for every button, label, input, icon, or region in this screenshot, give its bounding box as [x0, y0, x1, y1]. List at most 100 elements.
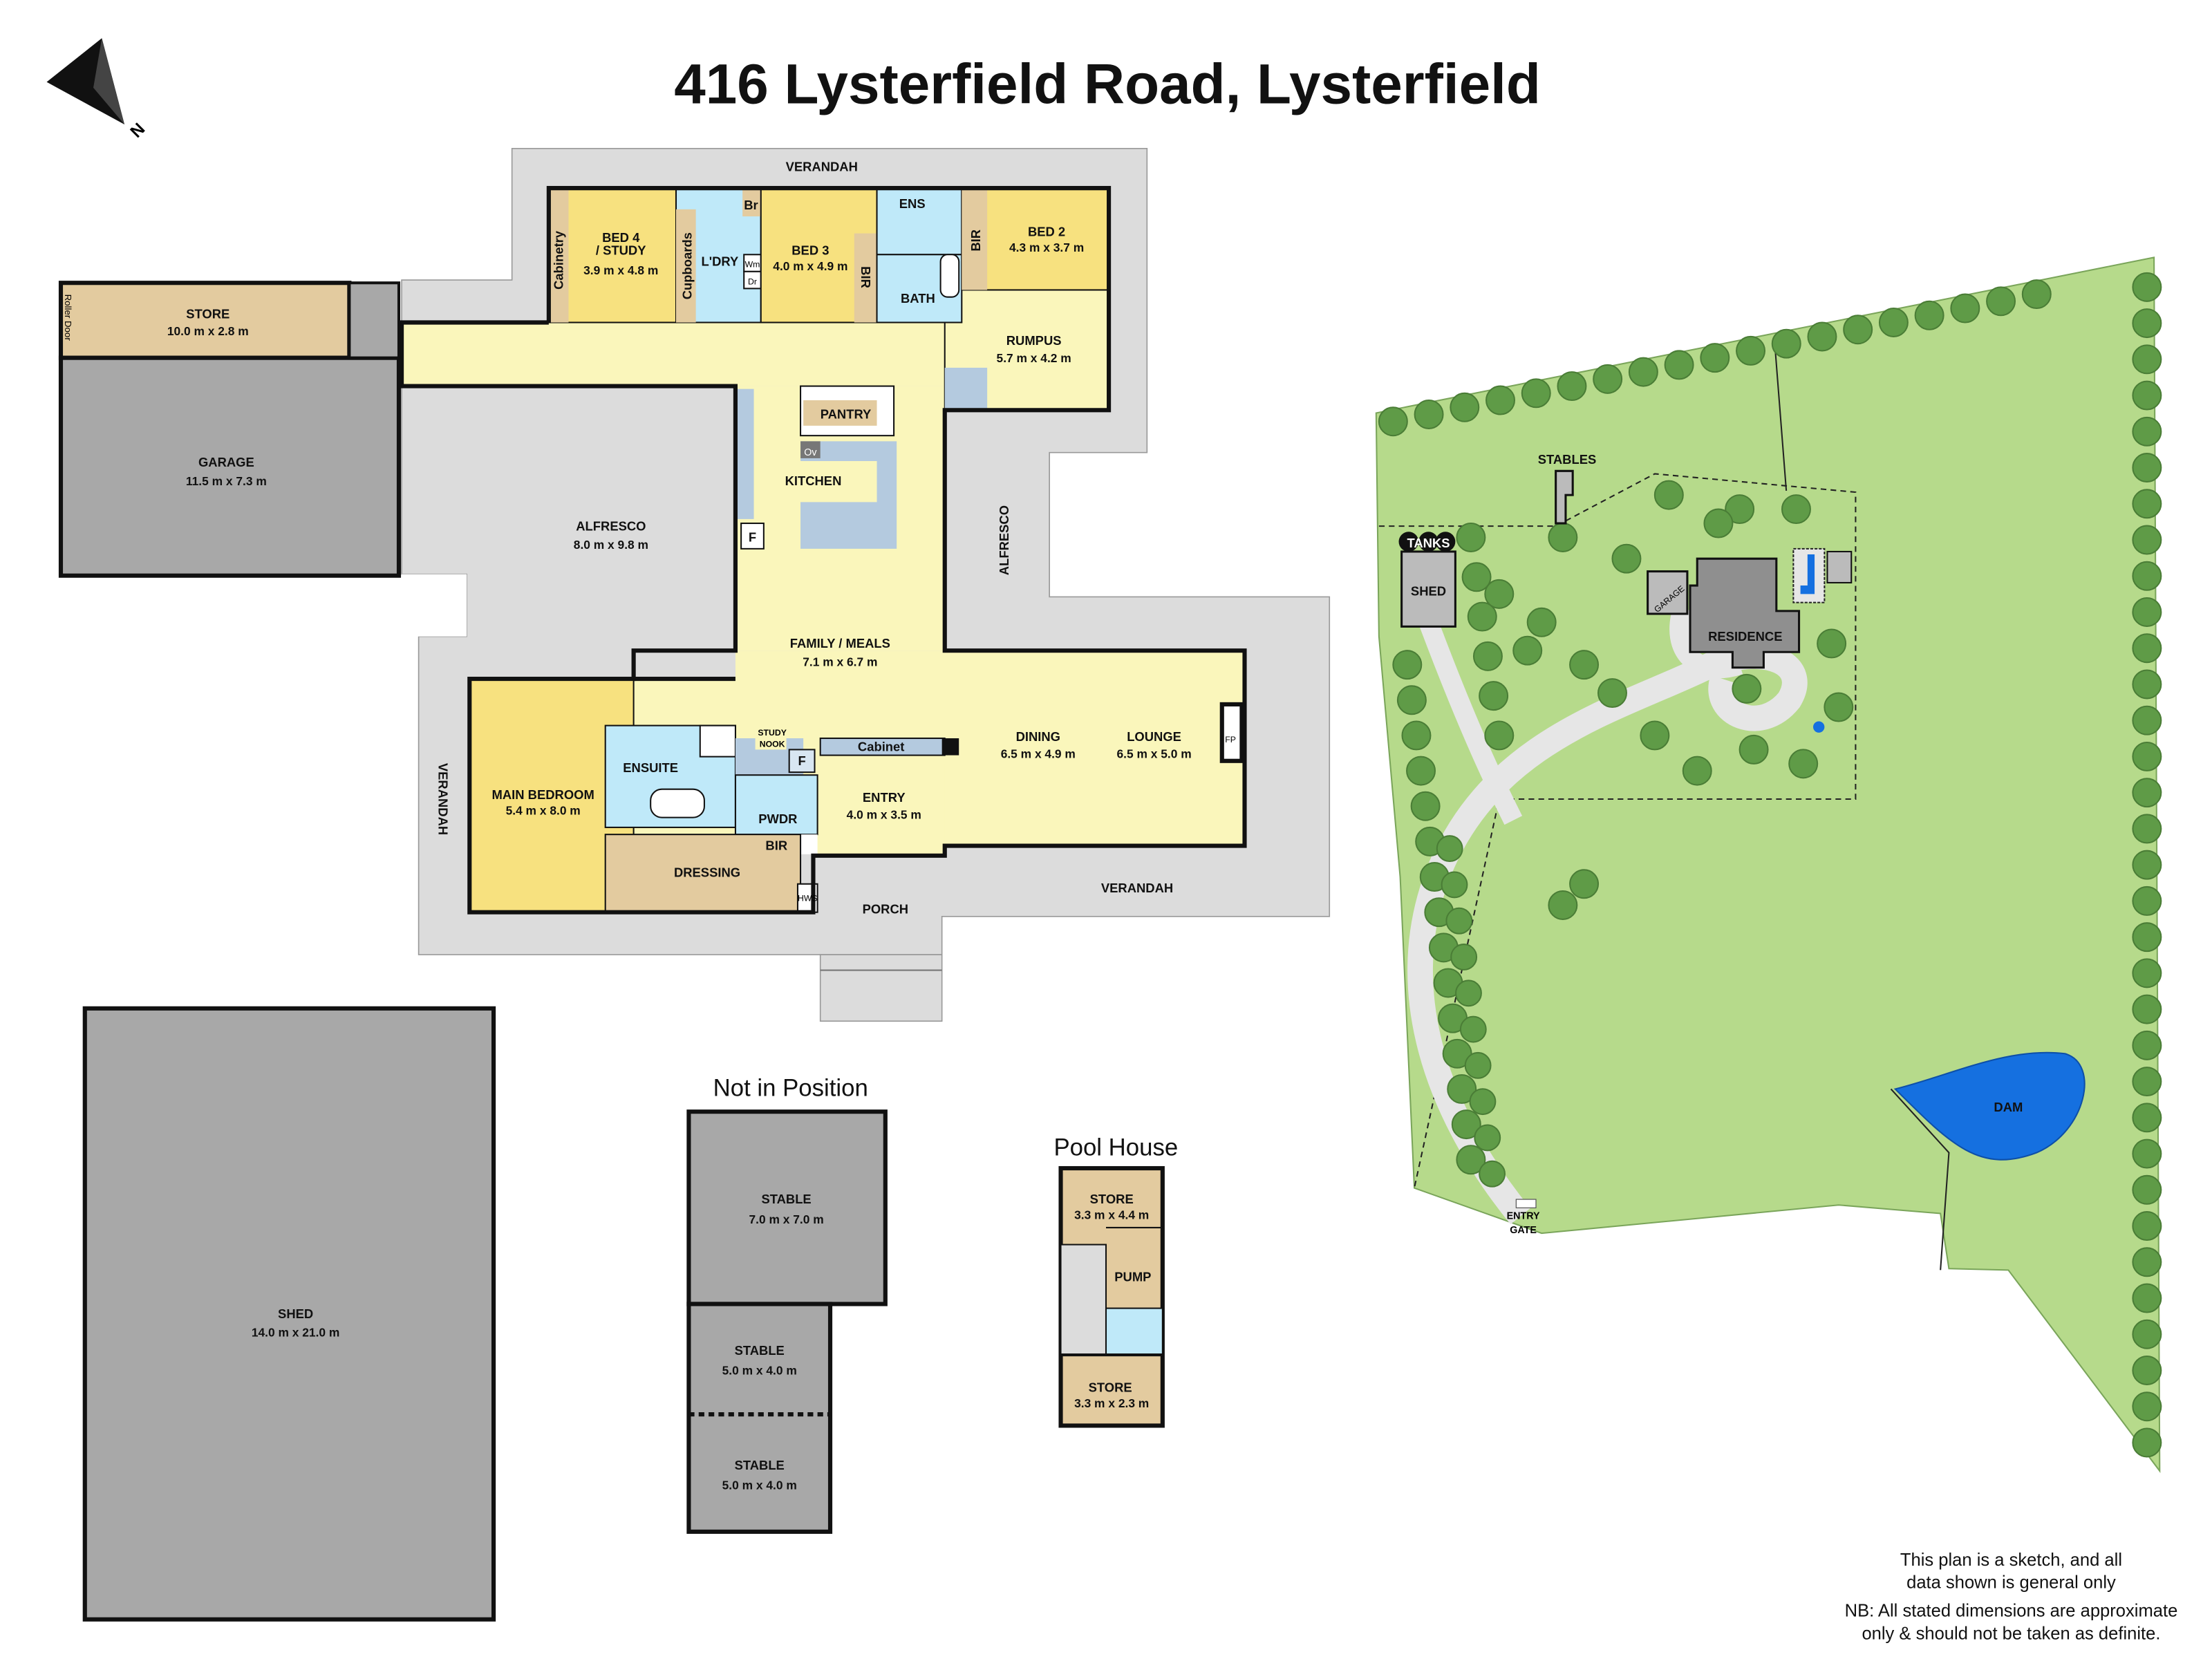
entry-gate-label-2: GATE — [1510, 1225, 1537, 1236]
tree-icon — [2132, 850, 2162, 880]
garage-dims: 11.5 m x 7.3 m — [186, 474, 267, 488]
tree-icon — [1557, 371, 1587, 402]
ens-label: ENS — [899, 196, 926, 211]
shed-driveway — [1419, 619, 1523, 825]
tree-icon — [2132, 416, 2162, 447]
powder-room — [734, 774, 818, 836]
hws-label: HWS — [798, 893, 818, 903]
tree-icon — [2132, 1391, 2162, 1422]
bed4-label: BED 4 — [602, 230, 640, 245]
tree-icon — [1441, 871, 1468, 899]
tree-icon — [1484, 579, 1515, 609]
rumpus-dims: 5.7 m x 4.2 m — [997, 351, 1071, 365]
pool-store-top-label: STORE — [1090, 1192, 1134, 1206]
bath-label: BATH — [901, 291, 935, 306]
tree-icon — [1450, 944, 1478, 971]
tree-icon — [1807, 321, 1837, 352]
tree-icon — [1569, 869, 1600, 899]
pool-house-bathroom — [1105, 1307, 1163, 1356]
oven — [800, 441, 821, 458]
porch-label: PORCH — [863, 902, 908, 917]
stable-1 — [686, 1109, 888, 1306]
tree-icon — [2132, 489, 2162, 519]
bed3-label: BED 3 — [791, 243, 829, 257]
tree-icon — [1593, 364, 1623, 394]
pointer-line — [1774, 346, 1788, 491]
tree-icon — [1771, 328, 1801, 359]
dining-dims: 6.5 m x 4.9 m — [1001, 747, 1076, 761]
tree-icon — [1512, 635, 1543, 666]
tree-icon — [1461, 562, 1492, 592]
verandah-top-label: VERANDAH — [786, 160, 858, 174]
alfresco-dims: 8.0 m x 9.8 m — [574, 538, 648, 552]
pantry-label: PANTRY — [821, 407, 872, 422]
dressing-label: DRESSING — [674, 865, 740, 880]
tree-icon — [1824, 692, 1854, 722]
rumpus-label: RUMPUS — [1006, 333, 1062, 348]
tree-icon — [1611, 543, 1642, 574]
note-line-2: data shown is general only — [1906, 1573, 2116, 1593]
tree-icon — [2132, 344, 2162, 375]
tree-icon — [1436, 835, 1463, 863]
shed-label: SHED — [278, 1306, 313, 1321]
tree-icon — [1682, 756, 1712, 786]
tree-icon — [1843, 315, 1873, 345]
water-feature — [1813, 721, 1825, 733]
tree-icon — [2132, 1247, 2162, 1277]
tree-icon — [1640, 720, 1670, 751]
tree-icon — [2132, 885, 2162, 916]
pool-house-title: Pool House — [1053, 1135, 1178, 1161]
family-label: FAMILY / MEALS — [790, 636, 890, 650]
tree-icon — [2132, 778, 2162, 808]
entry-gate-label-1: ENTRY — [1507, 1211, 1540, 1222]
tree-icon — [1700, 343, 1730, 373]
site-shed — [1400, 550, 1456, 628]
ensuite-bath — [650, 788, 705, 818]
verandah-bottom-label: VERANDAH — [1101, 881, 1173, 895]
tree-icon — [1451, 1109, 1481, 1140]
laundry-label: L'DRY — [702, 254, 739, 269]
pool-store-bottom-label: STORE — [1089, 1380, 1132, 1394]
tree-icon — [1653, 480, 1684, 510]
oven-label: Ov — [804, 447, 817, 458]
pantry — [803, 400, 877, 426]
site-shed-label: SHED — [1411, 583, 1446, 598]
wm-label: Wm — [745, 260, 760, 270]
roller-door-label: Roller Door — [63, 294, 73, 341]
dam-label: DAM — [1994, 1100, 2023, 1114]
house-plan: VERANDAH VERANDAH VERANDAH ALFRESCO PORC… — [58, 148, 1331, 1022]
main-bedroom-label: MAIN BEDROOM — [492, 787, 594, 802]
cupboards-label: Cupboards — [680, 232, 695, 299]
tree-icon — [2132, 1174, 2162, 1205]
tree-icon — [1485, 385, 1515, 415]
cabinetry — [548, 188, 569, 323]
tree-icon — [2132, 453, 2162, 483]
alfresco-label: ALFRESCO — [576, 518, 646, 533]
dining-label: DINING — [1016, 729, 1060, 744]
fireplace-label: FP — [1225, 735, 1236, 744]
tree-icon — [1484, 720, 1515, 751]
tree-icon — [1526, 607, 1557, 637]
cabinet-label: Cabinet — [858, 739, 905, 753]
hallway — [402, 322, 945, 386]
entry-gate[interactable] — [1515, 1199, 1537, 1208]
tree-icon — [2132, 741, 2162, 771]
site-pool-house — [1826, 550, 1853, 583]
entry-label: ENTRY — [863, 790, 906, 805]
shower — [699, 724, 736, 758]
north-arrow-icon: N — [46, 38, 149, 142]
tree-icon — [1472, 641, 1503, 671]
tree-icon — [1445, 907, 1473, 935]
tree-icon — [1781, 494, 1811, 525]
tree-icon — [2132, 1138, 2162, 1169]
tree-icon — [1479, 1160, 1506, 1188]
tree-icon — [2021, 279, 2052, 310]
cabinetry-label: Cabinetry — [551, 230, 565, 290]
garage-room — [58, 355, 402, 578]
shed-building — [82, 1006, 496, 1622]
tree-icon — [1455, 980, 1482, 1007]
tree-icon — [1521, 378, 1551, 409]
tree-icon — [1450, 392, 1480, 422]
tree-icon — [1986, 286, 2016, 317]
